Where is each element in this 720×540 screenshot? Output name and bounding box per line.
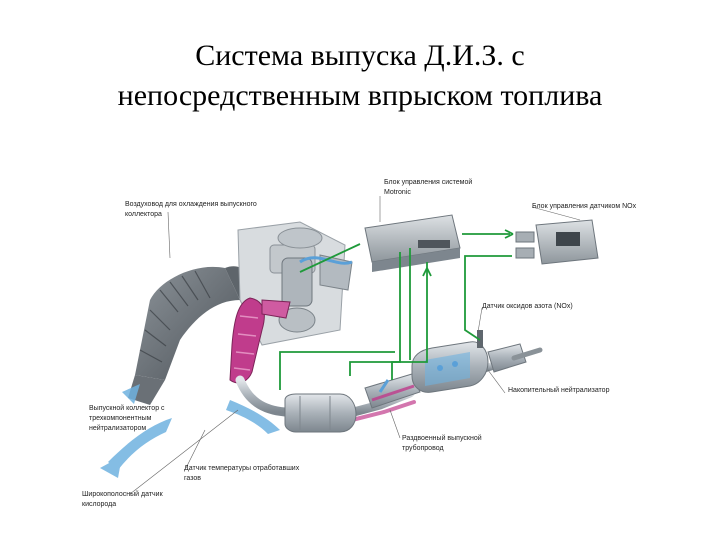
label-ecu-line-1: Блок управления системой (384, 179, 473, 186)
nox-control-unit (515, 219, 599, 265)
label-nox-sensor: Датчик оксидов азота (NOx) (482, 302, 573, 312)
label-lambda-sensor-line-1: Широкополосный датчик (82, 491, 163, 498)
label-ecu-line-2: Motronic (384, 189, 411, 196)
label-lambda-sensor: Широкополосный датчик кислорода (82, 490, 163, 510)
label-split-pipe-line-1: Раздвоенный выпускной (402, 435, 482, 442)
label-lambda-sensor-line-2: кислорода (82, 501, 117, 508)
label-split-pipe: Раздвоенный выпускной трубопровод (402, 434, 482, 454)
label-nox-control-line-1: Блок управления датчиком NOx (532, 203, 637, 210)
label-air-duct-line-2: коллектора (125, 211, 162, 218)
title-line-2: непосредственным впрыском топлива (117, 79, 603, 112)
label-ecu: Блок управления системой Motronic (384, 178, 472, 198)
pre-catalytic-converter (284, 393, 357, 433)
leader-lines (129, 196, 581, 495)
storage-catalytic-converter (411, 341, 489, 393)
cool-air-arrows (100, 384, 280, 478)
label-exhaust-manifold-line-1: Выпускной коллектор с (89, 405, 165, 412)
label-exhaust-manifold: Выпускной коллектор с трехкомпонентным н… (89, 404, 165, 434)
label-storage-catalyst: Накопительный нейтрализатор (508, 386, 609, 396)
title-line-1: Система выпуска Д.И.З. с (195, 39, 525, 72)
label-temp-sensor: Датчик температуры отработавших газов (184, 464, 299, 484)
label-air-duct-line-1: Воздуховод для охлаждения выпускного (125, 201, 257, 208)
signal-wires (279, 229, 514, 390)
label-storage-catalyst-line-1: Накопительный нейтрализатор (508, 387, 610, 394)
label-nox-control-unit: Блок управления датчиком NOx (532, 202, 636, 212)
label-temp-sensor-line-2: газов (184, 475, 201, 482)
split-exhaust-pipe (364, 373, 421, 409)
exhaust-manifold (229, 297, 291, 384)
label-nox-sensor-line-1: Датчик оксидов азота (NOx) (482, 303, 573, 310)
label-temp-sensor-line-1: Датчик температуры отработавших (184, 465, 300, 472)
slide-title: Система выпуска Д.И.З. с непосредственны… (0, 36, 720, 116)
label-split-pipe-line-2: трубопровод (402, 445, 444, 452)
ecu-module (364, 214, 461, 272)
label-air-duct: Воздуховод для охлаждения выпускного кол… (125, 200, 257, 220)
label-exhaust-manifold-line-3: нейтрализатором (89, 425, 147, 432)
label-exhaust-manifold-line-2: трехкомпонентным (89, 415, 152, 422)
